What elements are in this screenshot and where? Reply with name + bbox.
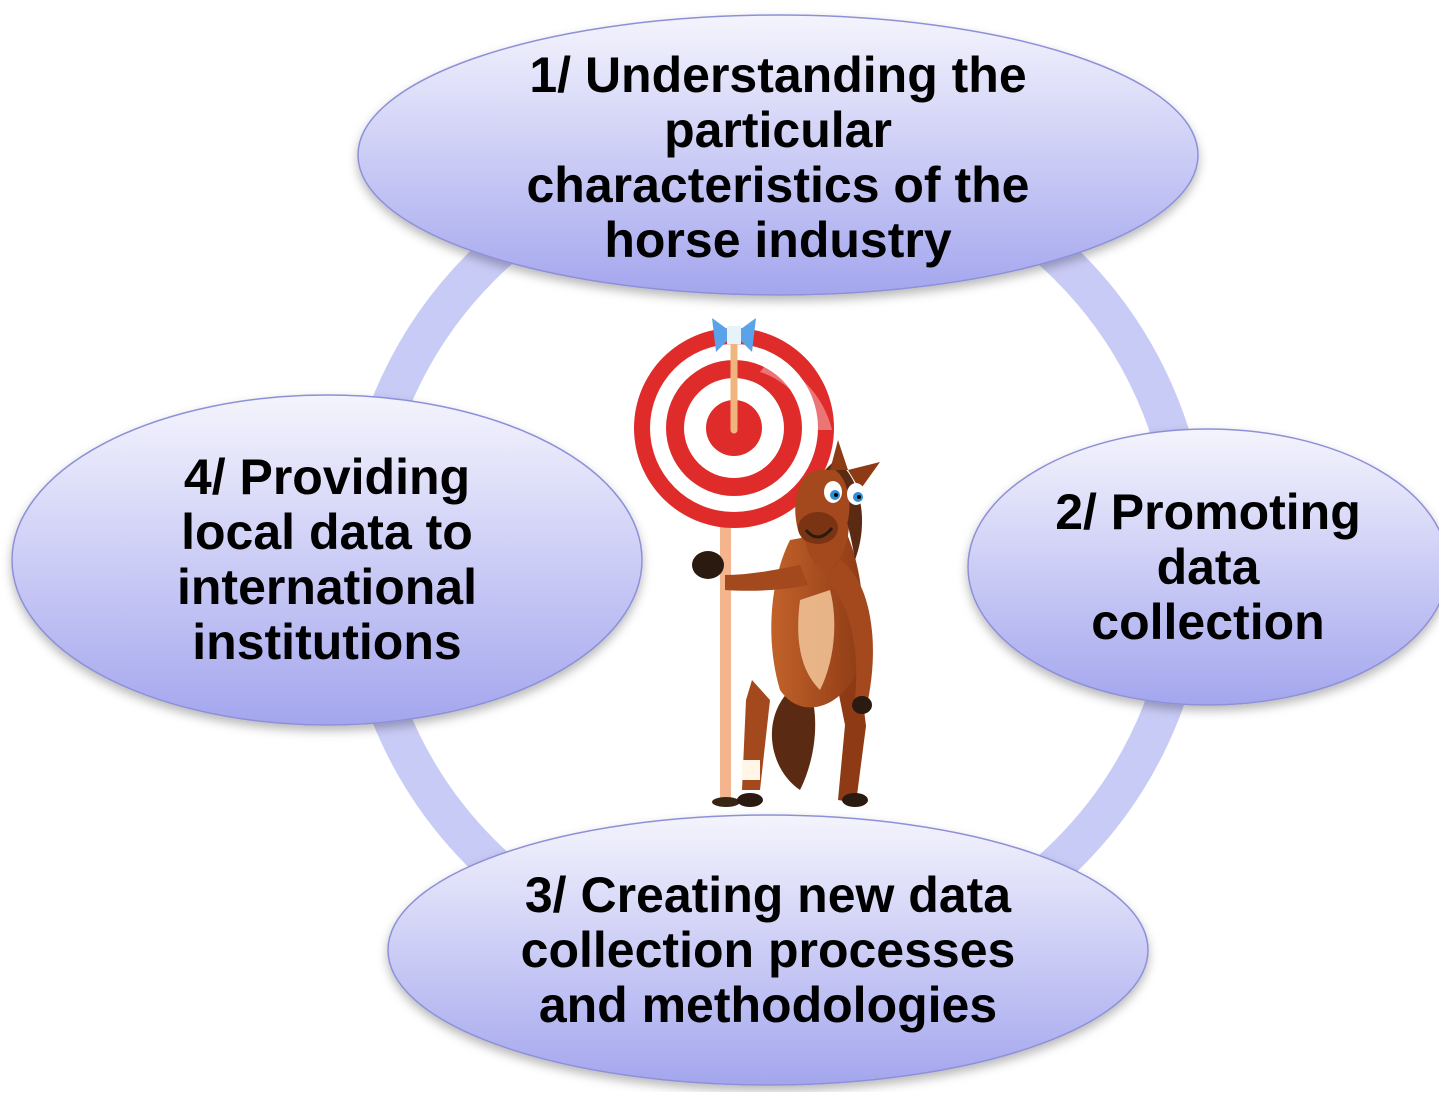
step-2-label: 2/ Promoting data collection [1055,484,1361,650]
step-2-ellipse [967,428,1439,706]
step-4-label: 4/ Providing local data to international… [176,449,478,670]
step-3-node: 3/ Creating new data collection processe… [388,815,1148,1085]
step-1-ellipse [357,14,1199,296]
horse-character [692,440,880,807]
target-pole [720,520,731,805]
step-3-label: 3/ Creating new data collection processe… [520,866,1016,1033]
horse-with-target-illustration [634,318,880,807]
step-1-label: 1/ Understanding the particular characte… [526,46,1030,268]
arrow-icon [712,318,756,434]
step-4-ellipse [11,394,643,726]
step-4-node: 4/ Providing local data to international… [12,395,642,725]
step-2-node: 2/ Promoting data collection [968,430,1439,705]
step-3-ellipse [387,814,1149,1086]
step-1-node: 1/ Understanding the particular characte… [358,20,1198,295]
